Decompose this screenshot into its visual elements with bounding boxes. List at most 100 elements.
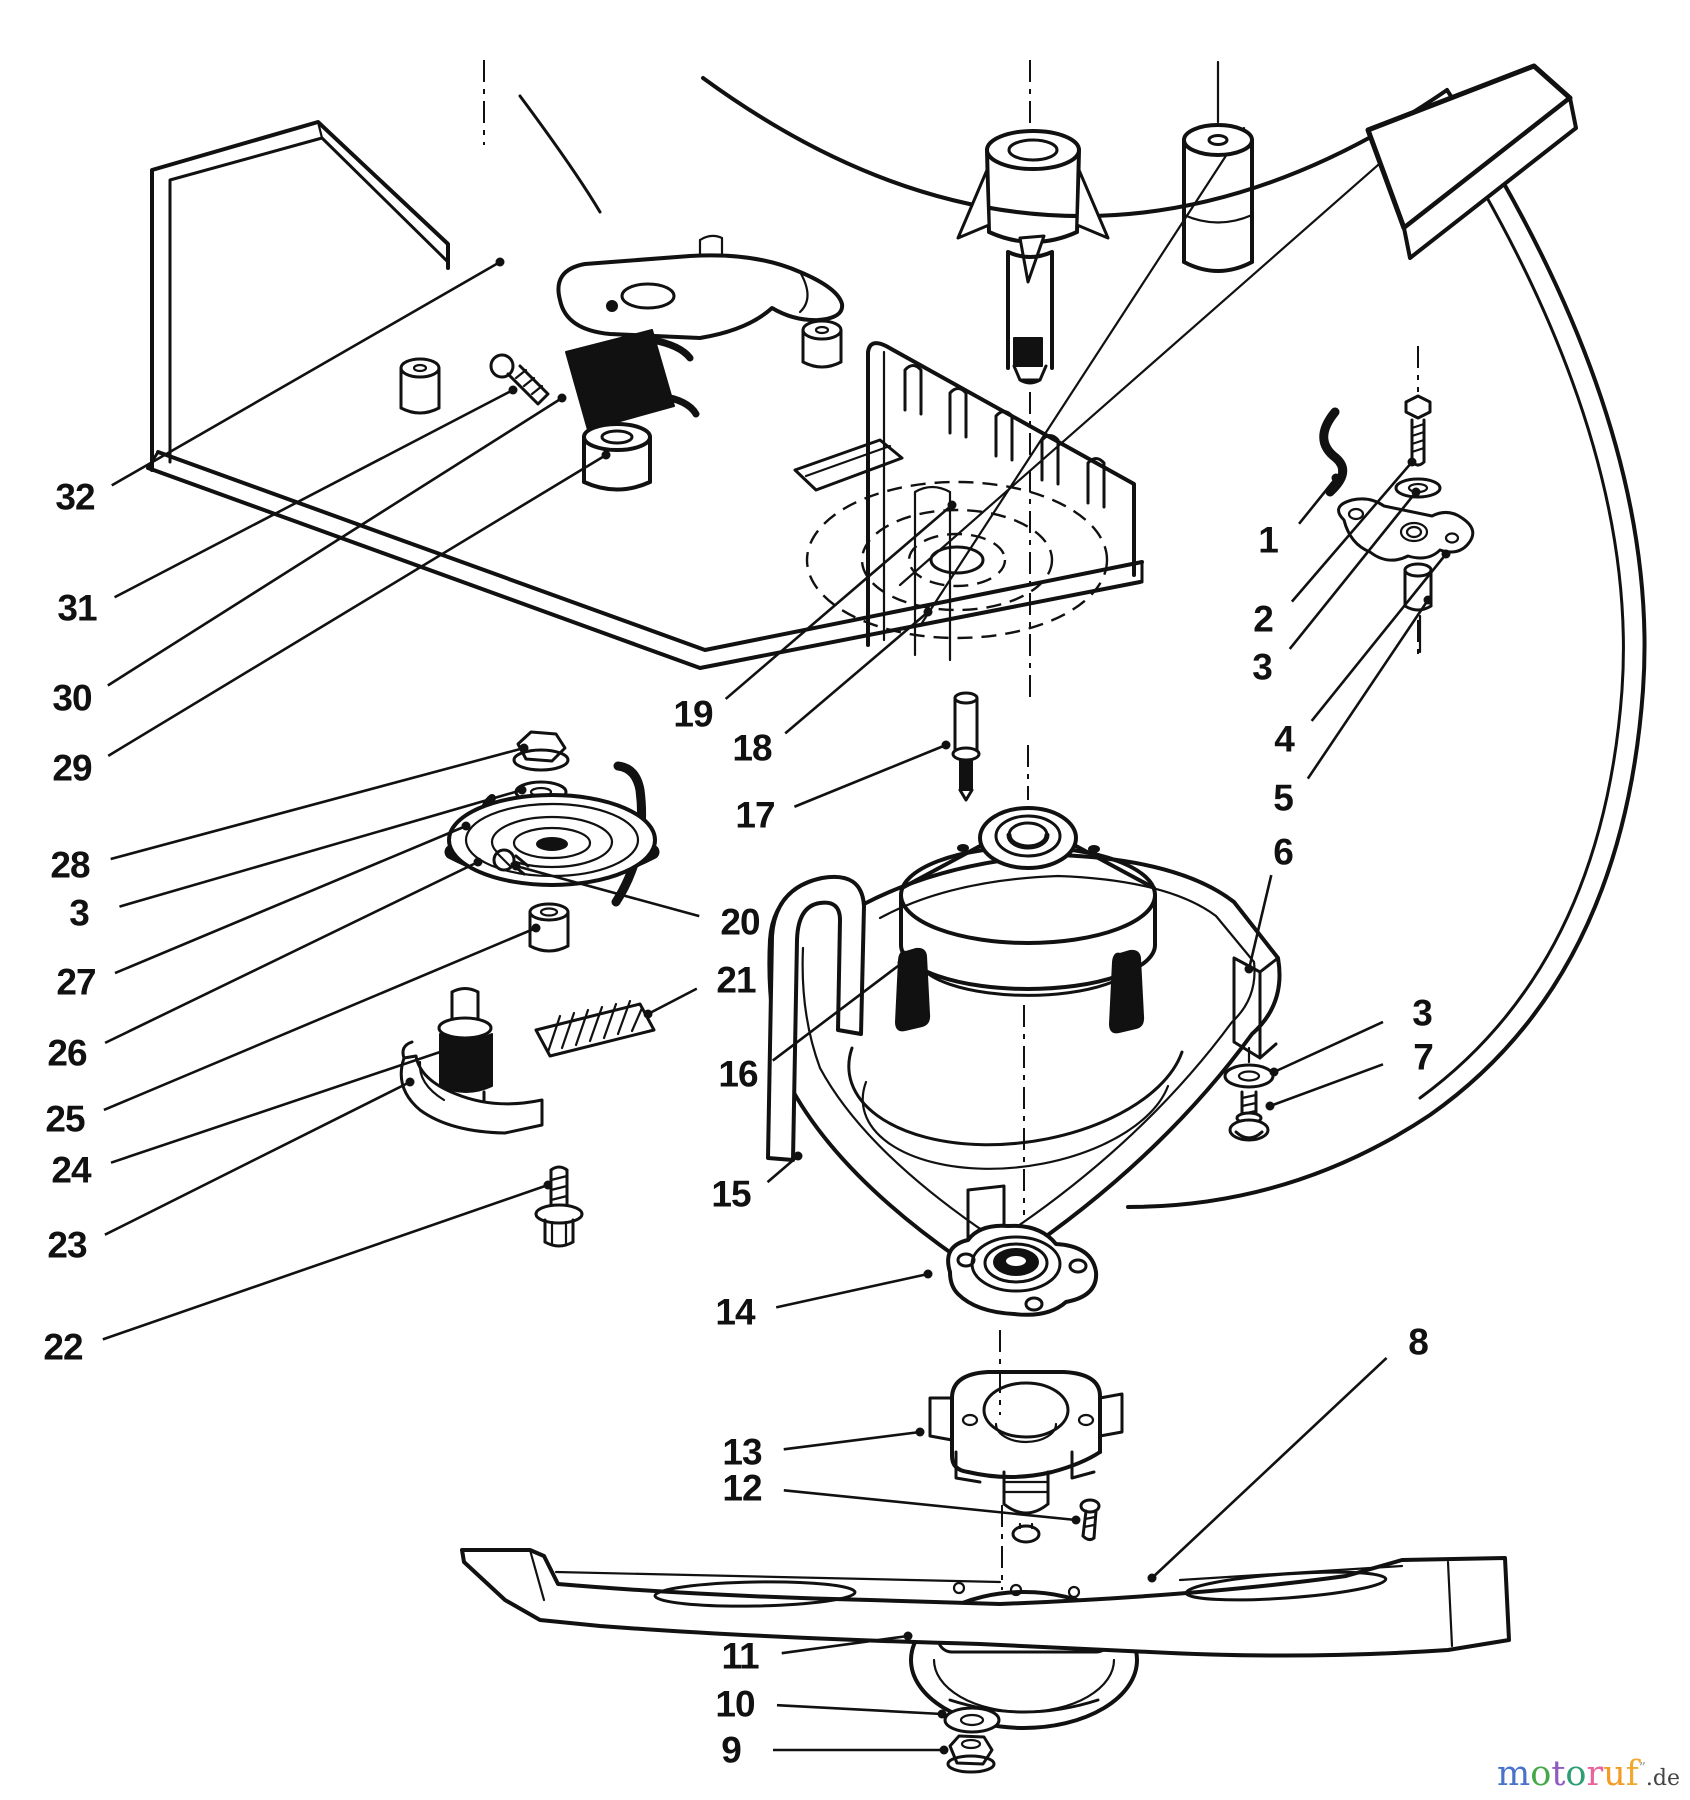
callout-label-15: 15 [711,1174,751,1215]
callout-label-4: 4 [1274,719,1295,760]
callout-dot-29 [601,450,611,460]
key-21 [534,999,656,1058]
callout-dot-31 [508,385,518,395]
callout-label-7: 7 [1413,1037,1433,1078]
callout-dot-17 [941,740,951,750]
callout-leader-20 [515,864,700,918]
watermark-motoruf: motoruf”.de [1497,1757,1680,1792]
callout-label-18: 18 [732,728,772,769]
callout-label-23: 23 [47,1225,87,1266]
callout-dot-10 [937,1709,947,1719]
clutch-assembly [492,691,1282,1271]
callout-dot-32 [495,257,505,267]
callout-leader-17 [793,743,947,808]
callout-leader-3 [119,788,523,908]
callout-leader-11 [781,1634,909,1655]
callout-leader-16 [771,961,903,1062]
callout-label-25: 25 [45,1099,85,1140]
washer-3c [1223,1046,1275,1089]
callout-leader-3 [1288,491,1418,650]
callout-label-26: 26 [47,1033,87,1074]
callout-dot-21 [643,1009,653,1019]
callout-dot-13 [915,1427,925,1437]
callout-label-12: 12 [722,1468,762,1509]
anchor-plate-4 [1337,497,1475,562]
callout-label-30: 30 [52,678,92,719]
callout-leader-26 [104,860,479,1045]
callout-dot-9 [939,1745,949,1755]
callout-leader-5 [1306,599,1430,780]
callout-label-1: 1 [1258,520,1278,561]
callout-label-3: 3 [69,893,89,934]
callout-leader-30 [107,396,563,687]
callout-dot-22 [543,1180,553,1190]
callout-dot-3 [1269,1067,1279,1077]
callout-label-11: 11 [721,1636,759,1677]
pulley-27 [444,793,660,887]
callout-label-28: 28 [50,845,90,886]
spring-30 [565,329,700,431]
watermark-letter: u [1603,1754,1626,1794]
callout-leader-28 [110,746,525,861]
watermark-letter: f [1625,1754,1639,1794]
bolt-7 [1228,1090,1270,1142]
callout-label-29: 29 [52,748,92,789]
callout-label-9: 9 [721,1730,741,1771]
callout-leader-6 [1247,874,1273,970]
callout-leader-31 [113,388,514,599]
callout-leader-22 [102,1183,549,1341]
bolt-31 [489,353,550,406]
callout-dot-27 [461,821,471,831]
deck-bar [1365,63,1578,260]
watermark-letter: t [1551,1754,1566,1794]
callout-label-17: 17 [735,795,774,836]
callout-dot-5 [1423,595,1433,605]
callout-label-14: 14 [715,1292,756,1333]
callout-leader-27 [114,824,467,975]
watermark-quote-mark: ” [1638,1760,1646,1777]
callout-label-27: 27 [56,962,95,1003]
callout-dot-3 [517,785,527,795]
deck-post-right [801,319,843,369]
callout-leader-18 [784,611,929,735]
callout-label-6: 6 [1273,832,1293,873]
callout-leader-24 [110,1046,453,1164]
callout-leader-4 [1310,553,1448,722]
callout-dot-28 [519,743,529,753]
brake-pad-16-right [1109,949,1145,1034]
callout-leader-32 [111,260,501,487]
callout-dot-11 [903,1631,913,1641]
callout-dot-1 [1331,473,1341,483]
pin-17 [951,691,981,802]
callout-leader-25 [103,926,537,1112]
callout-leader-2 [1290,461,1413,603]
callout-label-20: 20 [720,902,760,943]
nut-28 [512,730,570,772]
callout-leader-23 [104,1080,411,1236]
callout-label-5: 5 [1273,778,1293,819]
watermark-suffix: .de [1645,1766,1680,1791]
washer-10 [943,1706,1001,1734]
blade-8 [460,1548,1511,1658]
callout-dot-2 [1407,457,1417,467]
callout-dot-14 [923,1269,933,1279]
lower-drive-stack [928,1223,1124,1544]
callout-leader-10 [776,1703,943,1716]
callout-label-24: 24 [51,1150,92,1191]
bushing-29 [582,422,652,492]
callout-leader-12 [783,1488,1077,1522]
callout-dot-30 [557,393,567,403]
callout-leader-21 [647,987,698,1016]
callout-leader-14 [775,1272,929,1309]
idler-pulley-assembly [399,730,660,1248]
deck-post-left [399,357,441,415]
callout-label-16: 16 [718,1054,758,1095]
callout-dot-25 [531,923,541,933]
callout-label-13: 13 [722,1432,762,1473]
callout-dot-4 [1441,549,1451,559]
callout-label-31: 31 [57,588,97,629]
bolt-22 [534,1165,584,1248]
nut-9 [946,1734,996,1774]
callout-dot-18 [923,607,933,617]
